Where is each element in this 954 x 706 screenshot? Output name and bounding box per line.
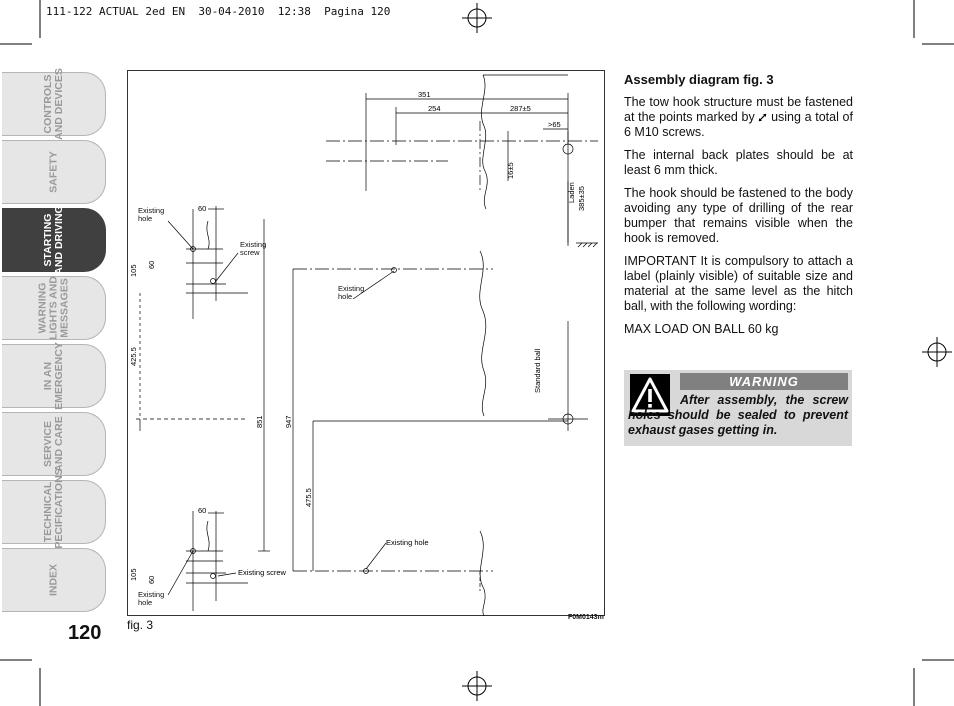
tab-warning-lights-and-messages[interactable]: WARNING LIGHTS AND MESSAGES	[2, 276, 106, 340]
dim-351: 351	[418, 90, 431, 99]
paragraph-fastening: The tow hook structure must be fastened …	[624, 95, 853, 140]
dim-60-top: 60	[198, 204, 206, 213]
existing-hole-bottom-label: Existing hole	[386, 538, 429, 547]
dim-60-bottom: 60	[198, 506, 206, 515]
dim-947: 947	[284, 415, 293, 428]
tab-in-an-emergency[interactable]: IN AN EMERGENCY	[2, 342, 106, 410]
existing-hole-top-left-label: Existing hole	[138, 206, 165, 223]
existing-hole-bottom-left-label: Existing hole	[138, 590, 165, 607]
tab-controls-and-devices[interactable]: CONTROLS AND DEVICES	[2, 68, 106, 140]
page-number: 120	[68, 622, 102, 644]
dim-425: 425.5	[129, 347, 138, 366]
dim-105-bottom: 105	[129, 568, 138, 581]
assembly-diagram: 351 254 287±5 >65 16±5 Laden 385±35 60 6…	[127, 70, 605, 617]
warning-triangle-icon	[630, 374, 670, 416]
warning-text: After assembly, the screw holes should b…	[628, 393, 848, 437]
dim-287: 287±5	[510, 104, 531, 113]
tab-label: IN AN EMERGENCY	[41, 342, 65, 410]
paragraph-fastening-start: The tow hook structure must be fastened …	[624, 95, 853, 124]
tab-label: TECHNICAL SPECIFICATIONS	[41, 468, 65, 556]
paragraph-drilling: The hook should be fastened to the body …	[624, 186, 853, 245]
section-title: Assembly diagram fig. 3	[624, 72, 774, 87]
laden-label: Laden	[567, 182, 576, 203]
dim-851: 851	[255, 415, 264, 428]
paragraph-max-load: MAX LOAD ON BALL 60 kg	[624, 322, 779, 336]
body-text: Assembly diagram fig. 3 The tow hook str…	[624, 72, 853, 345]
dim-60-top-v: 60	[147, 261, 156, 269]
dim-385: 385±35	[577, 186, 586, 211]
figure-caption: fig. 3	[127, 618, 154, 632]
tab-technical-specifications[interactable]: TECHNICAL SPECIFICATIONS	[2, 468, 106, 556]
dim-254: 254	[428, 104, 441, 113]
tab-label: SAFETY	[47, 151, 59, 193]
tab-label: CONTROLS AND DEVICES	[41, 68, 65, 140]
paragraph-fastening-end: using a total of 6 M10 screws.	[624, 110, 853, 139]
warning-title: WARNING	[680, 373, 848, 390]
tab-starting-and-driving[interactable]: STARTING AND DRIVING	[2, 205, 106, 275]
figure-code: F0M0143m	[568, 614, 604, 621]
standard-ball-label: Standard ball	[533, 348, 542, 393]
dim-65: >65	[548, 120, 561, 129]
fastening-point-icon	[758, 111, 767, 122]
paragraph-important: IMPORTANT It is compulsory to attach a l…	[624, 254, 853, 313]
tab-safety[interactable]: SAFETY	[2, 140, 106, 204]
dim-60-bottom-v: 60	[147, 576, 156, 584]
dim-105-top: 105	[129, 264, 138, 277]
existing-screw-bottom-label: Existing screw	[238, 568, 287, 577]
tab-label: INDEX	[47, 563, 59, 597]
tab-label: SERVICE AND CARE	[41, 416, 65, 472]
tab-index[interactable]: INDEX	[2, 548, 106, 612]
paragraph-back-plates: The internal back plates should be at le…	[624, 148, 853, 177]
dim-16: 16±5	[506, 162, 515, 179]
print-header: 111-122 ACTUAL 2ed EN 30-04-2010 12:38 P…	[46, 5, 391, 18]
tab-label: STARTING AND DRIVING	[41, 205, 65, 275]
tab-label: WARNING LIGHTS AND MESSAGES	[36, 276, 70, 340]
tab-service-and-care[interactable]: SERVICE AND CARE	[2, 412, 106, 476]
dim-475: 475.5	[304, 488, 313, 507]
warning-box: WARNING After assembly, the screw holes …	[624, 370, 852, 446]
existing-hole-mid-label: Existing hole	[338, 284, 365, 301]
existing-screw-top-label: Existing screw	[240, 240, 267, 257]
